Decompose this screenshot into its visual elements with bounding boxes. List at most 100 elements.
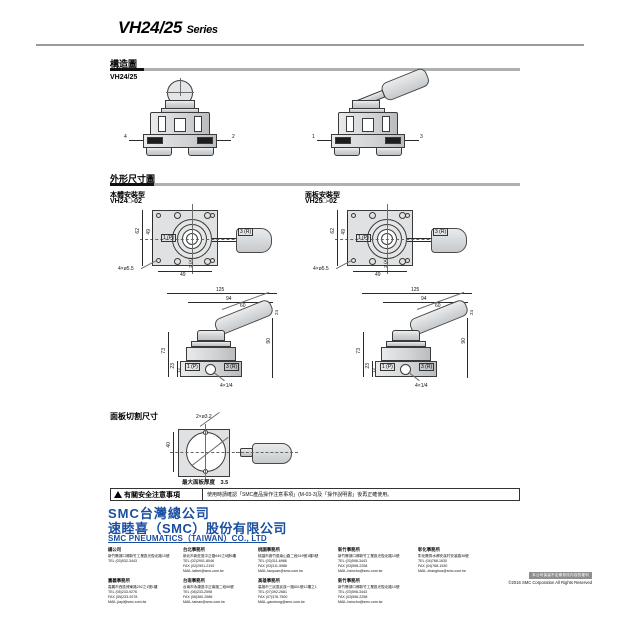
dim-handle-0: 60 [240,303,246,309]
bonnet-0 [197,330,225,341]
dim-handle-width-0: 24 [274,310,279,316]
office-line-6-0: 台南市永康區中正南路二段66號 [183,584,234,589]
office-line-6-1: TEL (06)233-2598 [183,590,213,595]
dim-type-label-0: 本體安裝型 [110,192,145,199]
safety-label: 有關安全注意事項 [124,491,180,499]
handle-top-0 [236,228,272,253]
dim-body-length-0: 94 [226,296,232,302]
thread-note-1: 4×1/4 [415,383,428,389]
office-line-8-3: MAIL.hsinchu@smc.com.tw [338,600,383,605]
office-line-7-0: 高雄市三民區民族一路801號12樓之1 [258,584,317,589]
dim-inner-height-0: 49 [146,229,152,235]
port-r-side-0: 3 (R) [224,363,240,371]
section-rule-dimensions [110,183,520,186]
office-name-5: 嘉義事務所 [108,578,130,583]
cutout-dim-diameter: 40 [166,442,172,448]
office-line-1-3: MAIL.taibei@smc.com.tw [183,569,224,574]
port-r-top-0: 3 (R) [238,228,254,236]
office-line-1-1: TEL (02)2901-8046 [183,559,215,564]
port-p-side-0: 1 (P) [185,363,200,371]
dim-foot-1: 12 [371,368,376,373]
office-line-6-3: MAIL.tainan@smc.com.tw [183,600,225,605]
office-line-2-2: FAX (03)311-5986 [258,564,288,569]
port-p-top-0: 1 (P) [161,234,176,242]
safety-label-group: 有關安全注意事項 [111,489,203,500]
structure-right-port-right: 3 [420,134,423,140]
office-line-2-3: MAIL.taoyuan@smc.com.tw [258,569,303,574]
dim-handle-1: 60 [435,303,441,309]
panel-max-thickness-note: 最大面板厚度 3.5 [182,480,229,486]
company-name-short: SMC台灣總公司 [108,506,210,521]
port-p-side-1: 1 (P) [380,363,395,371]
company-name-english: SMC PNEUMATICS（TAIWAN）CO., LTD [108,534,267,543]
office-5: 嘉義事務所 嘉義市西區博東路292之1號1樓 TEL (05)233-9276 … [108,578,158,606]
hole-note-1: 4×ø5.5 [313,266,329,272]
office-line-2-1: TEL (03)311-6986 [258,559,287,564]
office-1: 台北事務所 新北市新莊區中正路649之6號6樓 TEL (02)2901-804… [183,547,236,575]
office-4: 彰化事務所 彰化縣秀水鄉安溪村安溪路36號 TEL (04)768-1630 F… [418,547,469,575]
footer-copyright: ©2016 SMC Corporation All Rights Reserve… [508,580,592,585]
dim-inner-height-1: 49 [341,229,347,235]
port-a-top-0: 2 (A) [188,258,193,268]
safety-notice: 有關安全注意事項 使用時請確認「SMC產品操作注意事項」(M-03-3)及「操作… [110,488,520,501]
office-line-2-0: 桃園市蘆竹區南山路二段619號1樓3號 [258,553,319,558]
office-name-4: 彰化事務所 [418,547,440,552]
dim-model-label-1: VH25□-02 [305,198,337,205]
office-line-8-1: TEL (03)598-3443 [338,590,368,595]
port-hole-0 [205,364,216,375]
hole-note-0: 4×ø5.5 [118,266,134,272]
office-line-3-2: FAX (03)598-2258 [338,564,368,569]
dim-type-label-1: 面板安裝型 [305,192,340,199]
office-line-4-1: TEL (04)768-1630 [418,559,448,564]
port-r-top-1: 3 (R) [433,228,449,236]
office-line-5-2: FAX (05)233-9278 [108,595,138,600]
office-7: 高雄事務所 高雄市三民區民族一路801號12樓之1 TEL (07)392-26… [258,578,317,606]
office-line-4-3: MAIL.zhanghua@smc.com.tw [418,569,466,574]
office-line-7-1: TEL (07)392-2681 [258,590,288,595]
office-2: 桃園事務所 桃園市蘆竹區南山路二段619號1樓3號 TEL (03)311-69… [258,547,318,575]
office-name-3: 新竹事務所 [338,547,360,552]
dim-body-length-1: 94 [421,296,427,302]
warning-triangle-icon [114,491,122,498]
office-line-4-0: 彰化縣秀水鄉安溪村安溪路36號 [418,553,469,558]
page-title-model: VH24/25 [118,18,183,37]
dim-angle-height-1: 90 [461,338,467,344]
dim-model-label-0: VH24□-02 [110,198,142,205]
office-line-0-1: TEL (03)532-3443 [108,559,138,564]
office-line-0-0: 新竹縣湖口鄉新竹工業區光復北路10號 [108,553,170,558]
dim-total-length-1: 125 [411,287,420,293]
office-name-6: 台南事務所 [183,578,205,583]
structure-left-port-left: 4 [124,134,127,140]
office-name-8: 新竹事務所 [338,578,360,583]
cutout-hole-note: 2×ø3.2 [196,414,212,420]
office-line-8-2: FAX (03)598-2258 [338,595,368,600]
dim-total-length-0: 125 [216,287,225,293]
office-line-5-0: 嘉義市西區博東路292之1號1樓 [108,584,158,589]
office-line-7-3: MAIL.gaoxiong@smc.com.tw [258,600,305,605]
office-6: 台南事務所 台南市永康區中正南路二段66號 TEL (06)233-2598 F… [183,578,234,606]
port-r-side-1: 3 (R) [419,363,435,371]
office-name-2: 桃園事務所 [258,547,280,552]
office-0: 總公司 新竹縣湖口鄉新竹工業區光復北路10號 TEL (03)532-3443 [108,547,170,564]
knob-profile [252,443,292,464]
office-3: 新竹事務所 新竹縣湖口鄉新竹工業區光復北路10號 TEL (03)598-344… [338,547,400,575]
section-heading-structure: 構造圖 [110,59,138,69]
page-title-series: Series [186,24,219,36]
footer-note-box: 本公司保留不定期修改內容的權利 [529,572,592,579]
office-line-3-3: MAIL.hsinchu@smc.com.tw [338,569,383,574]
port-hole-1 [400,364,411,375]
page-title: VH24/25 Series [118,18,218,38]
office-line-5-1: TEL (05)233-9276 [108,590,138,595]
port-p-top-1: 1 (P) [356,234,371,242]
office-line-3-0: 新竹縣湖口鄉新竹工業區光復北路10號 [338,553,400,558]
office-name-7: 高雄事務所 [258,578,280,583]
dim-width-0: 49 [180,272,186,278]
office-line-5-3: MAIL.jiayi@smc.com.tw [108,600,147,605]
dim-foot-0: 12 [176,368,181,373]
structure-left-port-right: 2 [232,134,235,140]
section-heading-dimensions: 外形尺寸圖 [110,174,156,184]
header-rule [36,44,584,46]
dim-outer-height-1: 62 [330,228,336,234]
body-0 [186,347,236,361]
